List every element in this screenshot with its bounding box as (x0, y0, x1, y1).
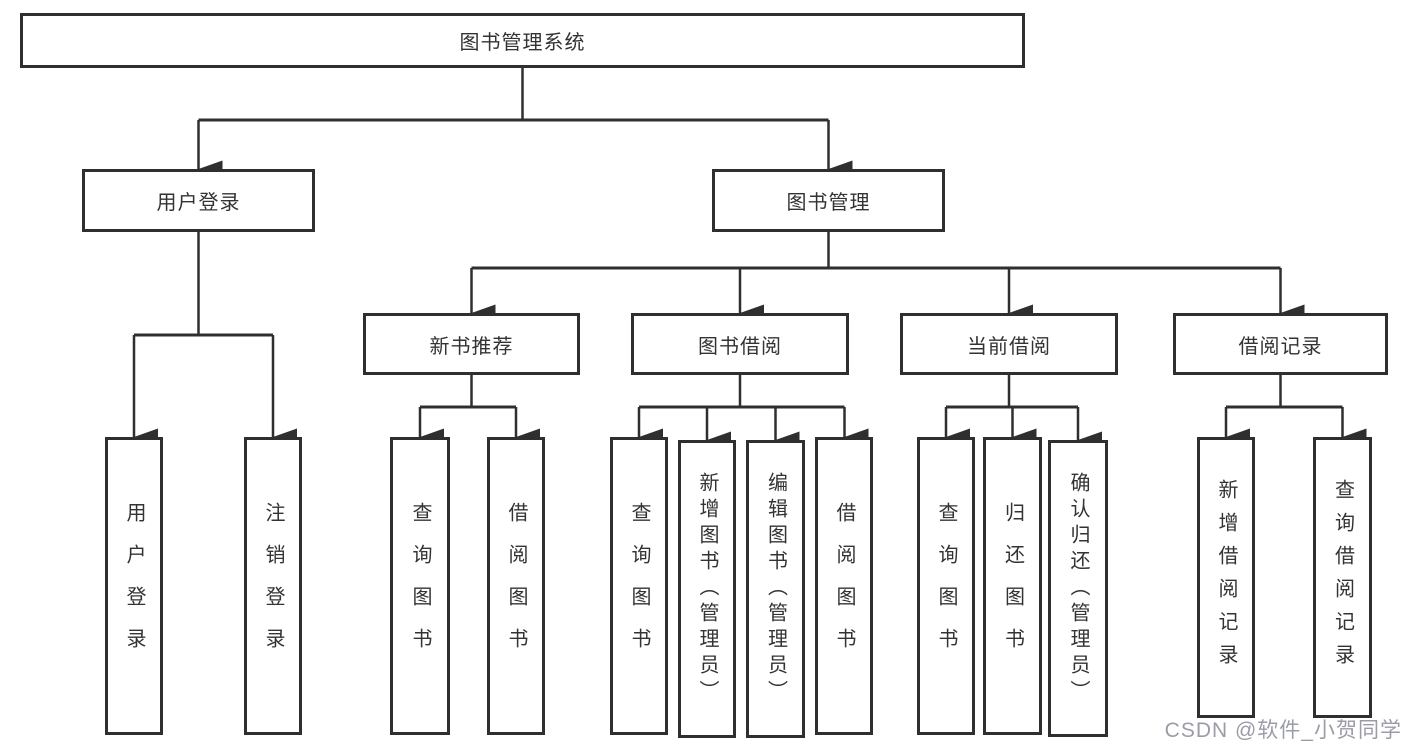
csdn-watermark: CSDN @软件_小贺同学 (1164, 719, 1402, 742)
node-user-login-label: 用户登录 (156, 192, 241, 214)
node-new-book-recommend-label: 新书推荐 (429, 335, 514, 358)
node-book-management-label: 图书管理 (786, 192, 871, 214)
leaf-return-books: 归还图书 (983, 437, 1042, 735)
leaf-borrow-books-recommend: 借阅图书 (487, 437, 545, 735)
node-current-borrowing: 当前借阅 (900, 313, 1118, 375)
leaf-query-books-recommend: 查询图书 (390, 437, 450, 735)
leaf-borrow-books: 借阅图书 (815, 437, 873, 735)
leaf-confirm-return-admin: 确认归还（管理员） (1048, 440, 1108, 737)
leaf-add-borrow-record: 新增借阅记录 (1197, 437, 1255, 718)
node-borrowing-records-label: 借阅记录 (1238, 335, 1323, 358)
leaf-edit-books-admin: 编辑图书（管理员） (746, 440, 805, 738)
node-book-borrowing-label: 图书借阅 (698, 335, 782, 358)
leaf-logout: 注销登录 (244, 437, 302, 735)
node-library-system-label: 图书管理系统 (459, 32, 586, 54)
node-book-management: 图书管理 (712, 169, 945, 232)
node-user-login: 用户登录 (82, 169, 315, 232)
node-current-borrowing-label: 当前借阅 (967, 335, 1051, 358)
leaf-query-books-current: 查询图书 (917, 437, 975, 735)
leaf-query-books-borrow: 查询图书 (610, 437, 668, 735)
leaf-add-books-admin: 新增图书（管理员） (678, 440, 736, 738)
leaf-query-borrow-record: 查询借阅记录 (1313, 437, 1372, 718)
node-borrowing-records: 借阅记录 (1173, 313, 1388, 375)
node-new-book-recommend: 新书推荐 (363, 313, 580, 375)
node-book-borrowing: 图书借阅 (631, 313, 849, 375)
node-library-system: 图书管理系统 (20, 13, 1025, 68)
leaf-user-login: 用户登录 (105, 437, 163, 735)
